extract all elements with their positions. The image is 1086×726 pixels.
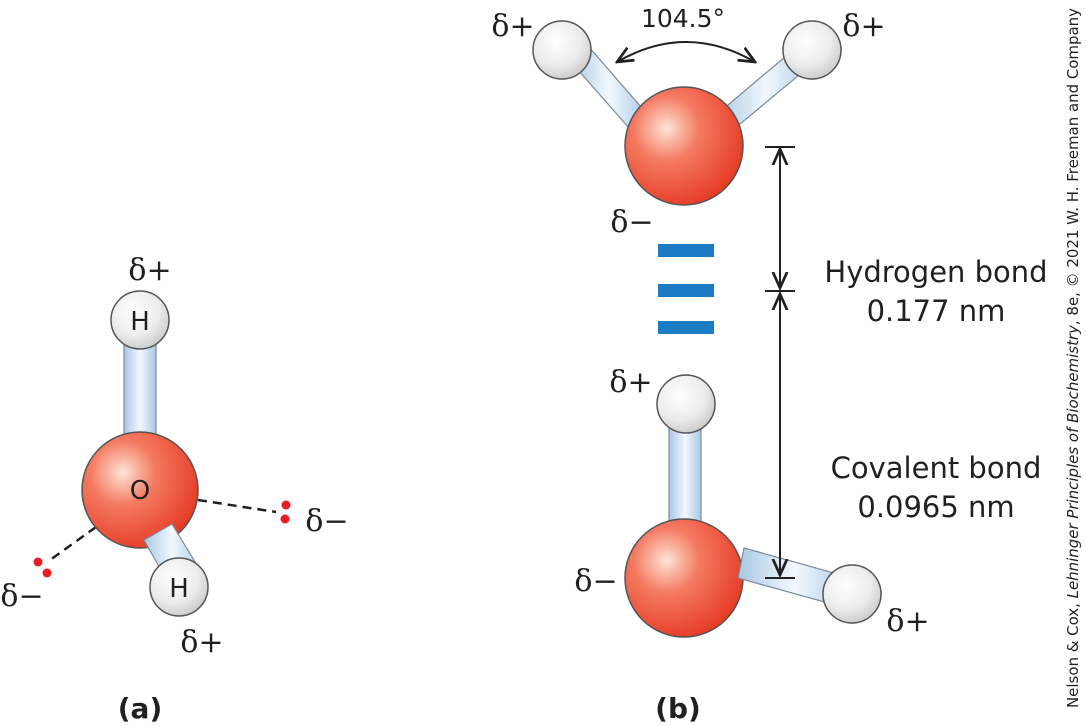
bottom-top-hydrogen-atom xyxy=(656,374,716,434)
charge-bottom-oxygen: δ− xyxy=(574,564,617,599)
hydrogen-atom-top xyxy=(110,290,170,350)
hydrogen-bond-length: 0.177 nm xyxy=(867,294,1006,328)
bottom-right-hydrogen-atom xyxy=(822,564,882,624)
panel-a-label: (a) xyxy=(118,692,163,725)
top-oxygen-atom xyxy=(624,86,744,206)
charge-left-lone-pair: δ− xyxy=(0,579,43,614)
hydrogen-bond-bar-2 xyxy=(658,284,714,297)
panel-b-label: (b) xyxy=(655,692,701,725)
bottom-oxygen-atom xyxy=(624,518,744,638)
hydrogen-bond xyxy=(658,244,714,334)
panel-a: O H H δ+ δ+ δ− δ− (a) xyxy=(0,253,348,725)
credit-edition: , 8e, © 2021 W. H. Freeman and Company xyxy=(1064,8,1082,325)
charge-bottom-right-hydrogen: δ+ xyxy=(886,604,929,639)
hydrogen-symbol-front: H xyxy=(169,574,189,604)
copyright-credit: Nelson & Cox, Lehninger Principles of Bi… xyxy=(1064,8,1082,708)
charge-top-left-hydrogen: δ+ xyxy=(491,9,534,44)
lone-pair-dash-right xyxy=(197,498,277,514)
covalent-bond-name: Covalent bond xyxy=(831,451,1042,485)
oxygen-symbol: O xyxy=(130,476,150,506)
charge-top-right-hydrogen: δ+ xyxy=(842,9,885,44)
bond-angle-arrow xyxy=(617,41,755,62)
top-left-hydrogen-atom xyxy=(532,20,592,80)
oxygen-atom xyxy=(81,431,199,549)
charge-top-oxygen: δ− xyxy=(610,205,653,240)
hydrogen-atom-front xyxy=(149,557,209,617)
lone-pair-left xyxy=(33,557,52,578)
charge-front-hydrogen: δ+ xyxy=(180,625,223,660)
credit-book-title: Lehninger Principles of Biochemistry xyxy=(1064,324,1082,598)
lone-pair-dash-left xyxy=(49,525,97,562)
hydrogen-bond-name: Hydrogen bond xyxy=(824,255,1047,289)
panel-b: 104.5° δ+ δ+ δ− δ+ δ− δ+ Hy xyxy=(491,4,1047,725)
credit-authors: Nelson & Cox, xyxy=(1064,598,1082,708)
charge-right-lone-pair: δ− xyxy=(305,504,348,539)
charge-top-hydrogen: δ+ xyxy=(128,253,171,288)
hydrogen-symbol-top: H xyxy=(130,307,150,337)
lone-pair-right xyxy=(280,500,291,524)
top-right-hydrogen-atom xyxy=(782,20,842,80)
hydrogen-bond-bar-1 xyxy=(658,244,714,257)
covalent-bond-length: 0.0965 nm xyxy=(857,490,1014,524)
hydrogen-bond-bar-3 xyxy=(658,321,714,334)
measurement-arrows xyxy=(765,146,795,579)
charge-bottom-top-hydrogen: δ+ xyxy=(609,365,652,400)
bond-angle-label: 104.5° xyxy=(641,4,725,33)
